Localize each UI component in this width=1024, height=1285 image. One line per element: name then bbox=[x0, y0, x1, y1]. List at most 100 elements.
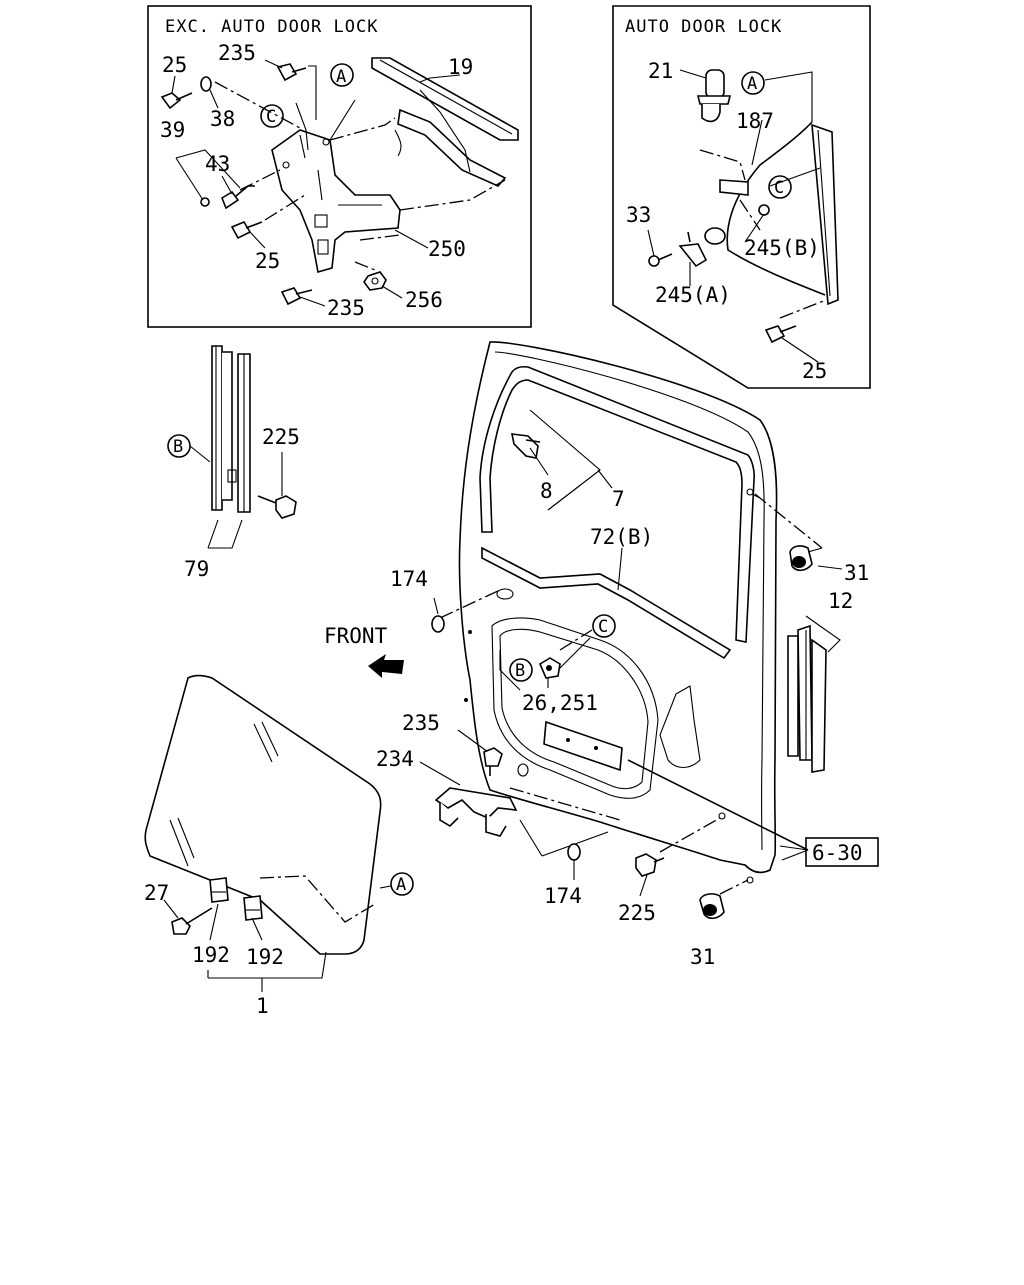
bumper-31-bottom bbox=[699, 893, 725, 920]
ref-a-left: A bbox=[336, 67, 346, 87]
glass-run-12 bbox=[787, 615, 841, 773]
ref-circle-c-door bbox=[592, 614, 616, 638]
label-235-door: 235 bbox=[402, 711, 440, 735]
ref-b-79: B bbox=[173, 437, 183, 457]
label-39: 39 bbox=[160, 118, 185, 142]
bolt-235-bottom bbox=[280, 287, 313, 306]
reference-box-6-30 bbox=[805, 837, 879, 867]
ref-c-right: C bbox=[774, 178, 784, 198]
lever-245a bbox=[678, 243, 708, 268]
regulator-rail bbox=[371, 57, 519, 141]
label-25-right: 25 bbox=[802, 359, 827, 383]
door-lock-motor bbox=[696, 69, 732, 123]
ref-a-glass: A bbox=[396, 875, 406, 895]
label-31-bottom: 31 bbox=[690, 945, 715, 969]
front-arrow: FRONT bbox=[324, 624, 404, 678]
inset-frame-right bbox=[612, 5, 871, 389]
label-33: 33 bbox=[626, 203, 651, 227]
label-225-bottom: 225 bbox=[618, 901, 656, 925]
label-25-mid: 25 bbox=[255, 249, 280, 273]
nut-256 bbox=[363, 271, 387, 291]
clip-43 bbox=[221, 185, 255, 210]
label-234: 234 bbox=[376, 747, 414, 771]
bolt-25-top bbox=[160, 92, 193, 110]
bolt-225-top bbox=[257, 495, 297, 519]
washer-38 bbox=[200, 76, 212, 92]
window-frame-seal bbox=[479, 365, 755, 643]
label-225-top: 225 bbox=[262, 425, 300, 449]
inset-frame-left bbox=[147, 5, 532, 328]
bracket-187 bbox=[719, 179, 749, 196]
label-43: 43 bbox=[205, 152, 230, 176]
label-12: 12 bbox=[828, 589, 853, 613]
glass-run-channel-79: B 225 79 bbox=[167, 345, 300, 581]
ref-circle-a-left bbox=[330, 63, 354, 87]
plug-174-top bbox=[431, 615, 445, 633]
label-245b: 245(B) bbox=[744, 236, 820, 260]
ref-c-door: C bbox=[598, 617, 608, 637]
inset-exc-auto-door-lock: EXC. AUTO DOOR LOCK bbox=[147, 5, 532, 328]
glass-channel-192-left bbox=[209, 877, 229, 903]
inset-title-exc: EXC. AUTO DOOR LOCK bbox=[165, 17, 378, 37]
label-25-top: 25 bbox=[162, 53, 187, 77]
nut-245b bbox=[758, 204, 770, 216]
label-192-right: 192 bbox=[246, 945, 284, 969]
label-8: 8 bbox=[540, 479, 553, 503]
belt-molding bbox=[481, 546, 732, 660]
label-245a: 245(A) bbox=[655, 283, 731, 307]
label-1: 1 bbox=[256, 994, 269, 1018]
label-250: 250 bbox=[428, 237, 466, 261]
bolt-25-right bbox=[764, 325, 797, 344]
ref-circle-b-79 bbox=[167, 434, 191, 458]
ref-circle-b-door bbox=[509, 658, 533, 682]
bracket-plate bbox=[271, 129, 401, 274]
label-72b: 72(B) bbox=[590, 525, 653, 549]
ref-c-left: C bbox=[266, 107, 276, 127]
ref-a-right: A bbox=[747, 74, 757, 94]
plug-174-bottom bbox=[567, 843, 581, 861]
nut-26-251 bbox=[538, 657, 561, 679]
regulator-arm bbox=[397, 108, 507, 187]
label-174-top: 174 bbox=[390, 567, 428, 591]
label-21: 21 bbox=[648, 59, 673, 83]
label-235-bottom: 235 bbox=[327, 296, 365, 320]
label-26-251: 26,251 bbox=[522, 691, 598, 715]
ref-circle-a-glass bbox=[390, 872, 414, 896]
label-174-bottom: 174 bbox=[544, 884, 582, 908]
label-187: 187 bbox=[736, 109, 774, 133]
bumper-31-top bbox=[789, 545, 813, 572]
label-79: 79 bbox=[184, 557, 209, 581]
window-channel bbox=[811, 123, 839, 306]
label-7: 7 bbox=[612, 487, 625, 511]
glass-pane bbox=[144, 674, 382, 955]
door-shell bbox=[458, 341, 778, 874]
bolt-235-top bbox=[276, 63, 307, 82]
label-235-top: 235 bbox=[218, 41, 256, 65]
door-glass: A 27 192 192 1 bbox=[144, 674, 414, 1018]
inner-panel-opening bbox=[491, 617, 659, 799]
bolt-235-door bbox=[483, 747, 503, 776]
label-6-30: 6-30 bbox=[812, 841, 863, 865]
inset-title-auto: AUTO DOOR LOCK bbox=[625, 17, 782, 37]
pivot-245b bbox=[704, 227, 726, 245]
clip-8 bbox=[510, 433, 541, 459]
label-front: FRONT bbox=[324, 624, 388, 648]
front-arrow-icon bbox=[368, 654, 404, 678]
regulator-cable bbox=[726, 121, 826, 296]
glass-channel-192-right bbox=[243, 895, 263, 921]
latch-plate bbox=[543, 720, 623, 772]
label-19: 19 bbox=[448, 55, 473, 79]
bolt-27 bbox=[171, 907, 213, 935]
inset-auto-door-lock: AUTO DOOR LOCK bbox=[612, 5, 871, 389]
ref-circle-a-right bbox=[741, 71, 765, 95]
ref-circle-c-left bbox=[260, 104, 284, 128]
bolt-225-bottom bbox=[635, 853, 665, 877]
ref-b-door: B bbox=[515, 661, 525, 681]
ref-circle-c-right bbox=[768, 175, 792, 199]
bracket-234 bbox=[434, 787, 518, 837]
label-192-left: 192 bbox=[192, 943, 230, 967]
label-27: 27 bbox=[144, 881, 169, 905]
bolt-25-mid bbox=[230, 220, 263, 240]
